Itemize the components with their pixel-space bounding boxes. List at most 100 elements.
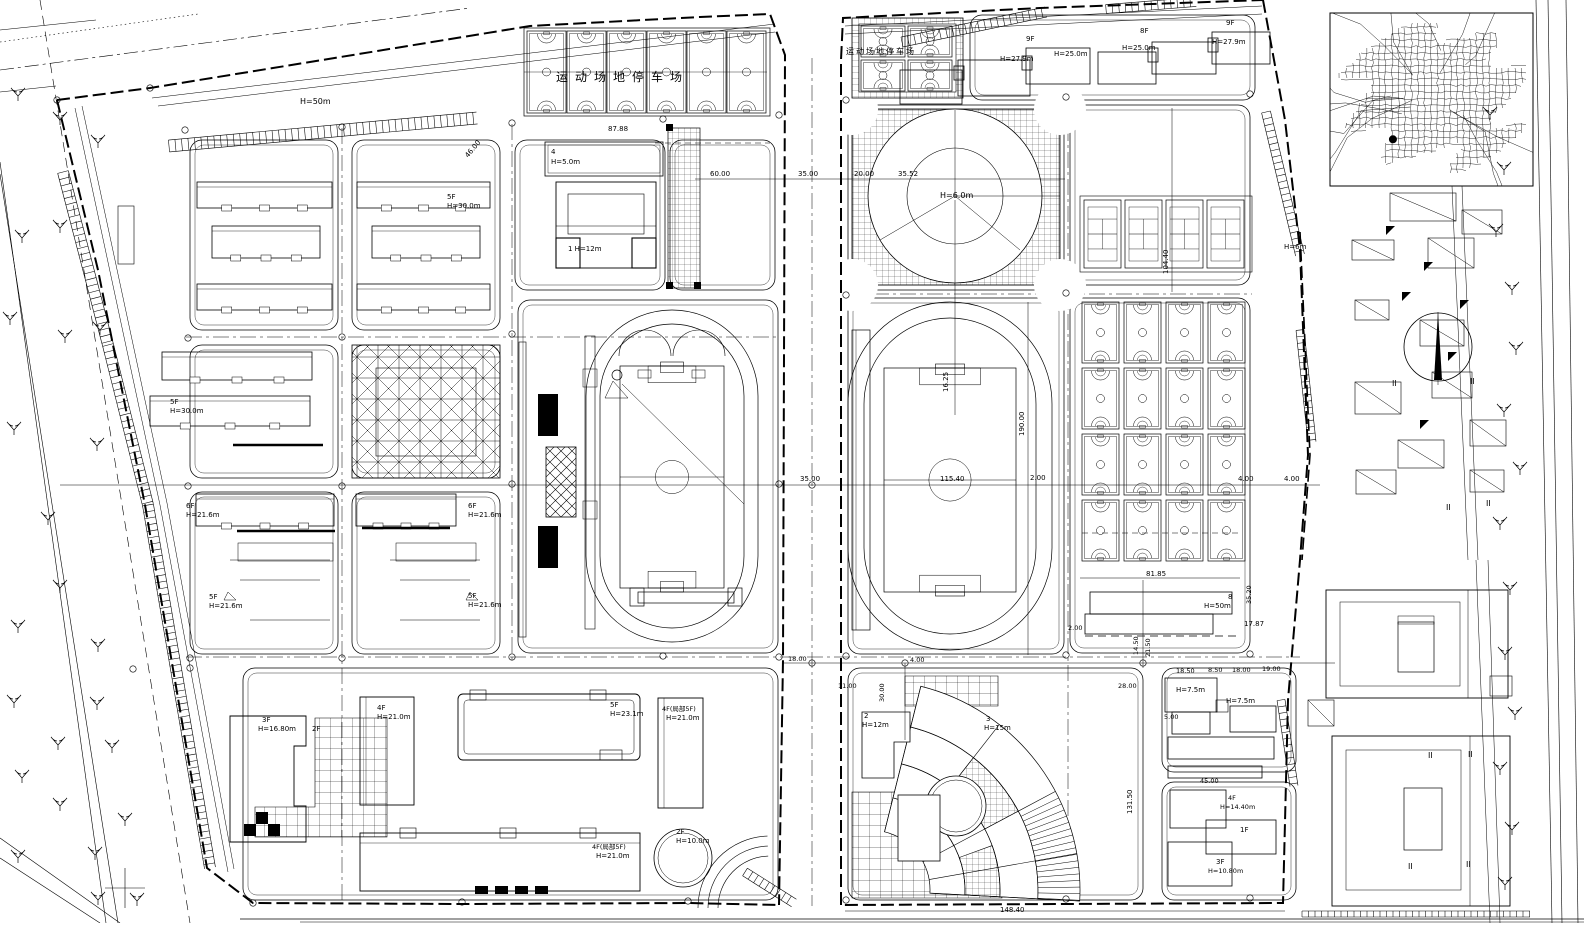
circle xyxy=(1139,461,1147,469)
road-line xyxy=(350,124,351,136)
circle xyxy=(1034,259,1086,311)
road-line xyxy=(72,227,83,230)
path xyxy=(1134,503,1152,512)
path xyxy=(622,105,632,110)
path xyxy=(1352,63,1353,78)
path xyxy=(1346,124,1491,126)
label: 2F xyxy=(312,725,320,733)
road-line xyxy=(79,252,90,255)
road-line xyxy=(1352,240,1394,260)
road-line xyxy=(63,189,74,192)
block-inner xyxy=(1075,303,1245,648)
path xyxy=(1180,355,1190,360)
court-inner xyxy=(1127,371,1159,427)
label: H=21.6m xyxy=(468,511,502,519)
building xyxy=(1140,501,1146,504)
path xyxy=(1092,437,1110,446)
road-line xyxy=(152,24,775,98)
circle xyxy=(1097,329,1105,337)
label: II xyxy=(1468,750,1473,759)
path xyxy=(1218,503,1236,512)
tree-icon xyxy=(1503,582,1517,595)
road-line xyxy=(188,138,189,150)
path xyxy=(3,312,17,325)
building xyxy=(221,523,231,529)
path xyxy=(1096,553,1106,558)
path xyxy=(673,330,725,356)
tree-icon xyxy=(7,422,21,435)
road-line xyxy=(142,501,153,504)
road-line xyxy=(1452,186,1468,560)
existing-building xyxy=(1462,210,1502,234)
building xyxy=(1224,501,1230,504)
label: H=16.80m xyxy=(258,725,296,733)
road-line xyxy=(175,139,176,151)
black-marker xyxy=(666,124,673,131)
label: H=27.9m xyxy=(1212,38,1246,46)
path xyxy=(1366,98,1511,100)
path xyxy=(1508,707,1522,720)
city-block xyxy=(1070,298,1250,653)
road-line xyxy=(74,234,85,237)
label: 18.00 xyxy=(788,655,807,663)
road-line xyxy=(92,303,103,306)
label: H=21.6m xyxy=(186,511,220,519)
black-marker xyxy=(666,282,673,289)
path xyxy=(1437,43,1439,148)
path xyxy=(1437,23,1438,28)
building xyxy=(291,255,301,261)
path xyxy=(738,101,756,110)
path xyxy=(1456,156,1491,157)
grandstand-block xyxy=(538,394,558,436)
road-line xyxy=(266,131,267,143)
building xyxy=(261,255,271,261)
road-line xyxy=(1284,206,1293,208)
path xyxy=(1417,23,1419,153)
label: II xyxy=(1446,503,1451,512)
road-line xyxy=(163,626,174,628)
label: 3F xyxy=(262,716,270,724)
road-line xyxy=(111,375,122,378)
road-line xyxy=(1278,706,1286,707)
court-inner xyxy=(1169,503,1201,559)
building xyxy=(1224,426,1230,429)
path xyxy=(1502,128,1503,148)
existing-building xyxy=(1470,420,1506,446)
path xyxy=(1502,68,1504,108)
label: 17.87 xyxy=(1244,620,1264,628)
road-line xyxy=(1028,11,1030,21)
inset-marker-dot xyxy=(1389,135,1397,143)
path xyxy=(1096,305,1106,310)
label: 1 H=12m xyxy=(568,245,602,253)
road-line xyxy=(298,128,299,140)
path xyxy=(618,101,636,110)
road-line xyxy=(1262,111,1271,113)
path xyxy=(1222,503,1232,508)
building xyxy=(1140,369,1146,372)
road-line xyxy=(369,122,370,134)
building xyxy=(1404,788,1442,850)
path xyxy=(1440,0,1493,73)
existing-building xyxy=(1390,193,1456,221)
road-line xyxy=(240,134,241,146)
road-line xyxy=(103,344,114,347)
label: 运动场地停车场 xyxy=(556,69,689,84)
label: H=50m xyxy=(300,97,331,106)
road-line xyxy=(82,265,93,268)
road-line xyxy=(427,116,428,128)
road-line xyxy=(1462,186,1478,560)
tree-icon xyxy=(1493,517,1507,530)
label: 2.00 xyxy=(1030,474,1046,482)
court-inner xyxy=(1085,371,1117,427)
road-line xyxy=(69,215,80,218)
building xyxy=(744,32,750,35)
label: H=10.80m xyxy=(1208,867,1243,875)
road-line xyxy=(59,177,70,180)
label: H=23.1m xyxy=(610,710,644,718)
parking-strip xyxy=(743,868,797,907)
path xyxy=(702,34,712,39)
path xyxy=(1222,553,1232,558)
building xyxy=(1140,303,1146,306)
building xyxy=(935,592,964,596)
survey-point xyxy=(776,112,782,118)
